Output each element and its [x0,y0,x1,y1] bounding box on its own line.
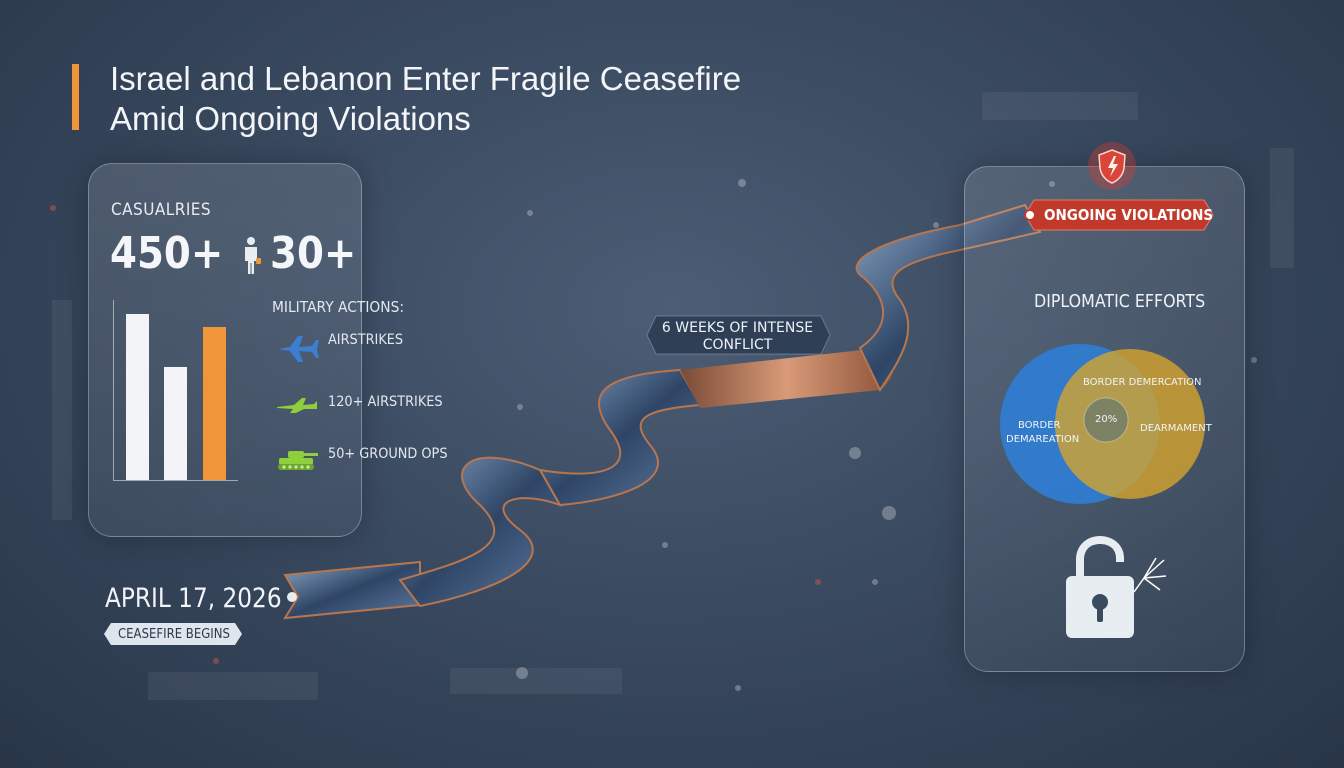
venn-right-circle [1055,349,1205,499]
tank-icon [278,451,318,470]
venn-left-label-line2: DEMAREATION [1006,434,1080,445]
decor-strip [450,668,622,694]
ceasefire-begins-label: CEASEFIRE BEGINS [118,627,230,642]
casualties-bar [164,367,187,480]
person-icon [245,237,261,274]
violations-badge [1024,199,1214,231]
venn-center-value: 20% [1095,414,1118,425]
venn-diagram [1000,344,1205,504]
military-item-text: 50+ GROUND OPS [328,446,448,462]
page-subtitle: Amid Ongoing Violations [110,100,471,137]
decor-strip [52,300,72,520]
venn-left-label-line1: BORDER [1018,420,1061,431]
diplomacy-title: DIPLOMATIC EFFORTS [1034,291,1206,312]
decor-strip [1270,148,1294,268]
casualties-bar [203,327,226,480]
title-accent-bar [72,64,79,130]
page-title: Israel and Lebanon Enter Fragile Ceasefi… [110,60,742,97]
conflict-label: 6 WEEKS OF INTENSE CONFLICT [650,320,825,354]
conflict-label-line1: 6 WEEKS OF INTENSE [661,320,814,336]
casualties-primary-value: 450+ [110,228,224,279]
fighter-jet-icon [277,398,317,413]
venn-center-circle [1083,397,1129,443]
broken-lock-icon [1066,536,1167,638]
casualties-secondary-value: 30+ [270,228,357,279]
decor-strip [148,672,318,700]
conflict-label-badge [646,315,831,355]
venn-center-top-label: BORDER DEMERCATION [1083,377,1202,388]
airplane-icon [278,336,319,362]
military-item-text: AIRSTRIKES [328,332,404,348]
venn-right-label: DEARMAMENT [1140,423,1212,434]
casualties-bar [126,314,149,480]
casualties-bar-chart [113,300,238,481]
ceasefire-date: APRIL 17, 2026 [105,583,282,614]
ceasefire-badge [104,623,242,645]
military-item-text: 120+ AIRSTRIKES [328,394,443,410]
conflict-label-line2: CONFLICT [702,337,773,353]
violations-label: ONGOING VIOLATIONS [1044,206,1214,224]
decor-strip [982,92,1138,120]
military-actions-label: MILITARY ACTIONS: [272,298,404,316]
shield-alert-icon [1088,142,1136,190]
casualties-label: CASUALRIES [111,200,212,220]
